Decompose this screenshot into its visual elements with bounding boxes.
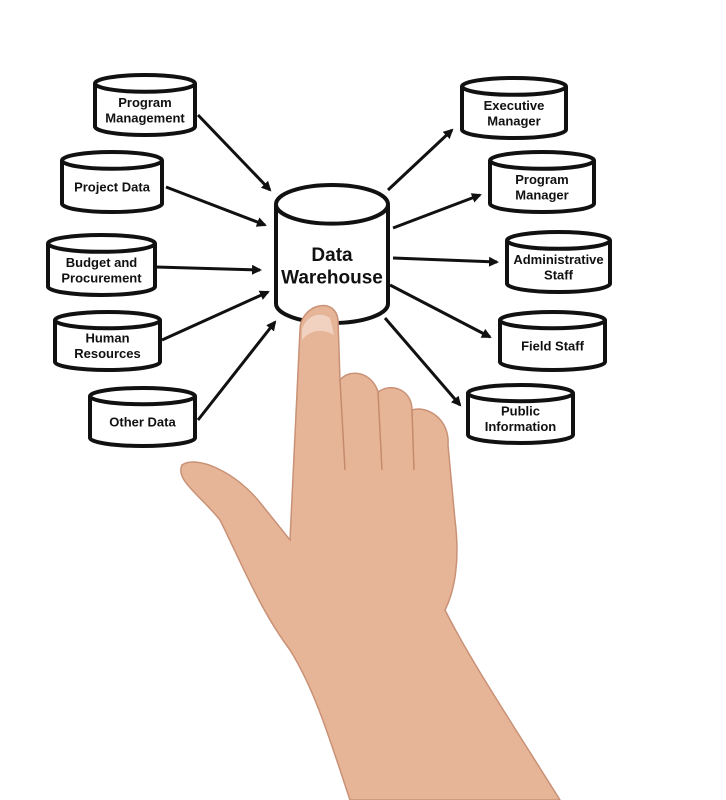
arrow-out xyxy=(392,193,482,230)
cylinder-body xyxy=(93,83,197,137)
node-label: Resources xyxy=(74,346,140,361)
cylinder-top xyxy=(505,230,612,251)
cylinder-body xyxy=(498,320,607,372)
arrow-in xyxy=(196,113,272,192)
cylinder-body xyxy=(88,396,197,448)
node-label: Program xyxy=(118,95,171,110)
arrow-out xyxy=(389,283,492,339)
arrow-in xyxy=(165,185,267,227)
node-label: Executive xyxy=(484,98,545,113)
cylinder-body xyxy=(53,320,162,372)
node-label: Budget and xyxy=(66,255,138,270)
arrow-in xyxy=(155,264,262,275)
hand-image xyxy=(180,304,561,800)
cylinder-body xyxy=(505,240,612,294)
node-label: Field Staff xyxy=(521,338,585,353)
arrow-out xyxy=(386,128,454,192)
cylinder-top xyxy=(46,233,157,254)
node-label: Project Data xyxy=(74,180,151,195)
node-label: Manager xyxy=(515,187,568,202)
node-label: Data xyxy=(311,245,353,266)
cylinder-top xyxy=(60,150,164,171)
node-label: Staff xyxy=(544,267,574,282)
node-label: Administrative xyxy=(513,252,603,267)
cylinder-top xyxy=(460,76,568,97)
cylinder-body xyxy=(460,86,568,140)
node-label: Human xyxy=(85,331,129,346)
arrow-out xyxy=(392,256,499,267)
cylinder-top xyxy=(498,310,607,331)
cylinder-body xyxy=(46,243,157,297)
cylinder-top xyxy=(88,386,197,407)
consumer-node: Field Staff xyxy=(498,310,607,372)
cylinder-top xyxy=(53,310,162,331)
cylinder-body xyxy=(488,160,596,214)
node-label: Procurement xyxy=(61,270,142,285)
node-label: Warehouse xyxy=(281,268,383,289)
arrow-out xyxy=(383,317,462,407)
node-label: Program xyxy=(515,172,568,187)
node-label: Public xyxy=(501,404,540,419)
cylinder-body xyxy=(466,393,575,445)
node-label: Information xyxy=(485,419,557,434)
arrow-in xyxy=(161,290,270,342)
cylinder-top xyxy=(93,73,197,94)
cylinder-top xyxy=(466,383,575,404)
cylinder-top xyxy=(488,150,596,171)
arrow-in xyxy=(196,320,277,421)
source-node: Other Data xyxy=(88,386,197,448)
node-label: Other Data xyxy=(109,414,176,429)
node-label: Management xyxy=(105,110,185,125)
node-label: Manager xyxy=(487,113,540,128)
cylinder-top xyxy=(274,183,390,226)
cylinder-body xyxy=(60,160,164,214)
source-node: Project Data xyxy=(60,150,164,214)
